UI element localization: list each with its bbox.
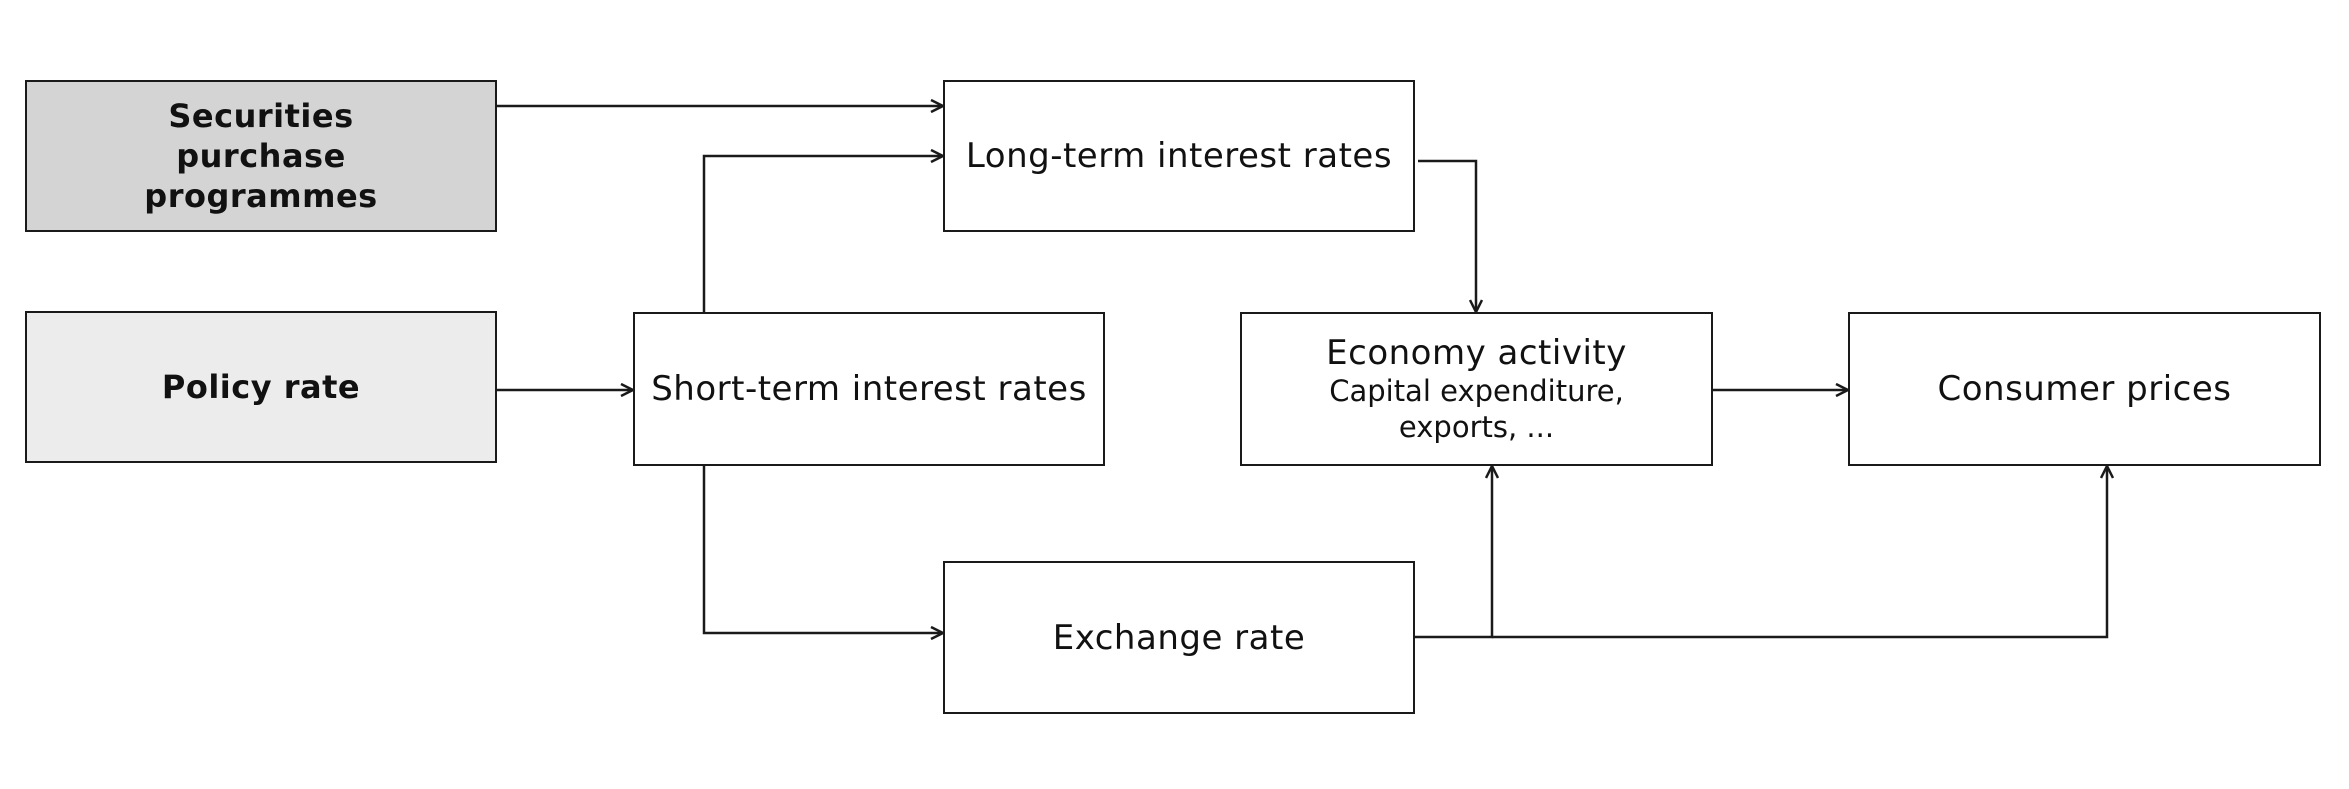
node-long-term-interest-rates: Long-term interest rates (943, 80, 1415, 232)
node-short-term-interest-rates: Short-term interest rates (633, 312, 1105, 466)
node-consumer-label: Consumer prices (1937, 369, 2232, 409)
node-exchange-rate: Exchange rate (943, 561, 1415, 714)
node-consumer-prices: Consumer prices (1848, 312, 2321, 466)
node-securities-purchase-programmes: Securities purchase programmes (25, 80, 497, 232)
node-economy-label: Economy activity (1326, 333, 1627, 373)
node-economy-sublabel-1: Capital expenditure, (1329, 374, 1624, 408)
node-policy-rate: Policy rate (25, 311, 497, 463)
node-economy-activity: Economy activity Capital expenditure, ex… (1240, 312, 1713, 466)
node-policy-rate-label: Policy rate (161, 368, 361, 406)
edge-short-term-to-exchange (702, 466, 943, 633)
edge-short-term-to-long-term (702, 156, 943, 312)
node-short-term-label: Short-term interest rates (651, 369, 1087, 409)
edge-exchange-to-economy (1415, 466, 1492, 639)
node-exchange-label: Exchange rate (1052, 617, 1306, 658)
edge-exchange-to-consumer (1492, 466, 2107, 639)
edge-long-term-to-economy (1418, 159, 1476, 312)
node-long-term-label: Long-term interest rates (965, 136, 1393, 176)
node-securities-label: Securities purchase programmes (144, 97, 378, 215)
node-economy-sublabel-2: exports, ... (1398, 410, 1555, 444)
